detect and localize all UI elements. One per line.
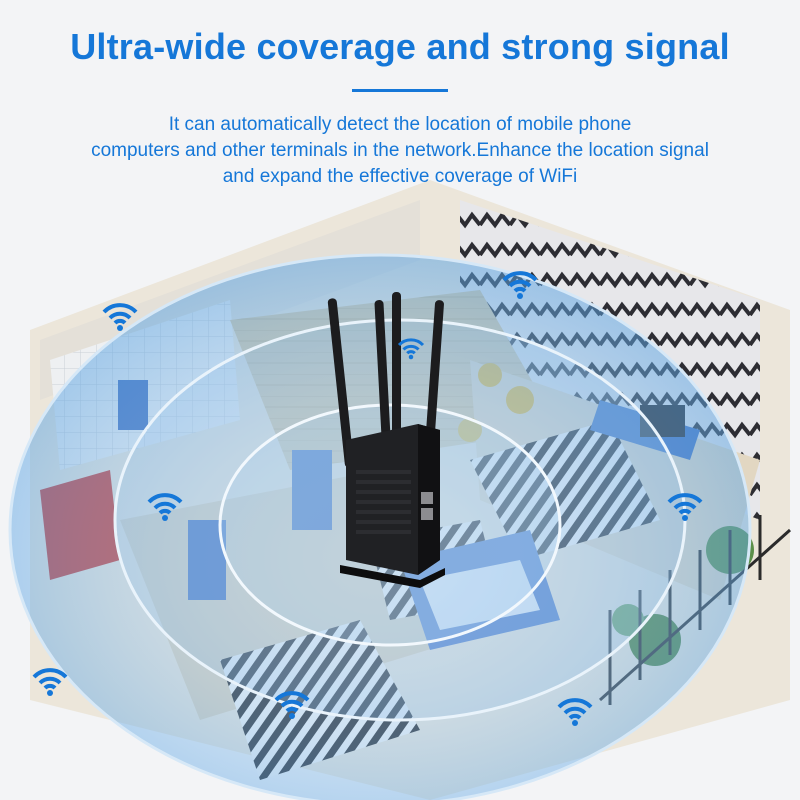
wifi-icon — [667, 493, 703, 521]
header: Ultra-wide coverage and strong signal It… — [0, 0, 800, 200]
wifi-icon — [147, 493, 183, 521]
title-underline — [352, 89, 448, 92]
page-title: Ultra-wide coverage and strong signal — [70, 26, 730, 67]
wifi-icon — [397, 338, 425, 360]
wifi-icon — [557, 698, 593, 726]
description-line: computers and other terminals in the net… — [91, 140, 709, 161]
description-line: and expand the effective coverage of WiF… — [222, 166, 578, 187]
wifi-icon — [502, 271, 538, 299]
wifi-icon — [274, 691, 310, 719]
wifi-icon — [32, 668, 68, 696]
wifi-icon — [102, 303, 138, 331]
description-line: It can automatically detect the location… — [168, 114, 632, 135]
router-device — [327, 292, 445, 588]
description: It can automatically detect the location… — [20, 112, 780, 190]
